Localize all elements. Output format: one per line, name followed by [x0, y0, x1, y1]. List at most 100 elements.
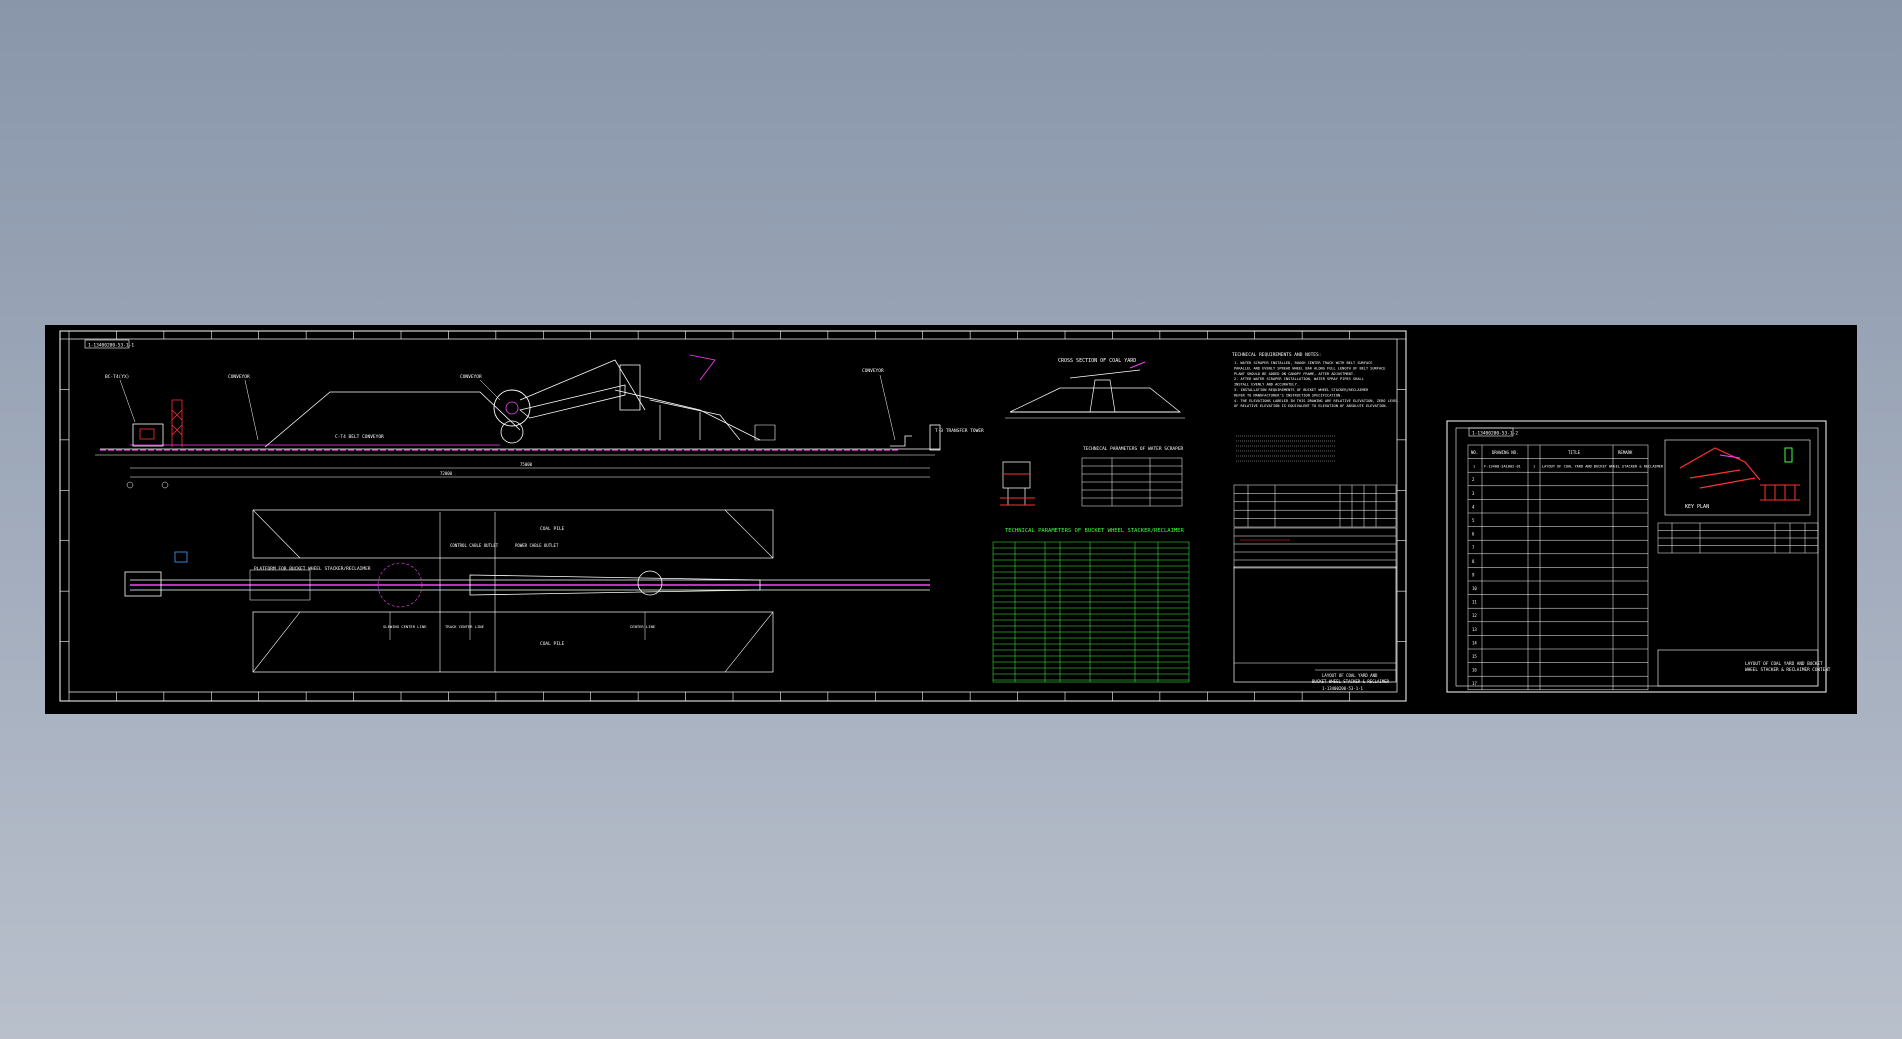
cross-section[interactable]: CROSS SECTION OF COAL YARD [1005, 358, 1185, 419]
second-sheet-inner [1455, 427, 1819, 687]
rev-frame [1233, 484, 1397, 528]
stacker-boom [519, 384, 626, 419]
list-header-cell: TITLE [1568, 450, 1581, 455]
revision-grid [1233, 484, 1397, 569]
list-row-number: 12 [1472, 613, 1477, 618]
cross-machine [1069, 369, 1141, 413]
list-row-number: 15 [1472, 654, 1477, 659]
list-row-number: 11 [1472, 600, 1477, 605]
key-plan-magenta [1719, 454, 1741, 459]
list-row-number: 5 [1472, 518, 1475, 523]
list-row-number: 8 [1472, 559, 1475, 564]
label-coal-pile-bottom: COAL PILE [540, 641, 565, 647]
label-track: TRACK CENTER LINE [445, 624, 485, 629]
note-line: 3. INSTALLATION REQUIREMENTS OF BUCKET W… [1234, 388, 1369, 392]
list-row-number: 2 [1472, 477, 1475, 482]
list-row-number: 4 [1472, 504, 1475, 509]
drawing-canvas [45, 325, 1857, 714]
parameter-table[interactable]: TECHNICAL PARAMETERS OF BUCKET WHEEL STA… [992, 528, 1190, 683]
notes-title: TECHNICAL REQUIREMENTS AND NOTES: [1232, 352, 1321, 358]
dim-text-1: 75000 [520, 462, 533, 467]
cross-section-title: CROSS SECTION OF COAL YARD [1058, 358, 1136, 364]
plan-view[interactable]: PLATFORM FOR BUCKET WHEEL STACKER/RECLAI… [124, 509, 930, 673]
stockpile-right [519, 359, 646, 411]
dim-text-2: 72000 [440, 471, 453, 476]
list-row-number: 3 [1472, 491, 1475, 496]
key-plan[interactable]: KEY PLAN [1664, 439, 1811, 516]
water-scraper[interactable]: TECHNICAL PARAMETERS OF WATER SCRAPER [1000, 446, 1184, 507]
drawing-list-table[interactable]: NO. DRAWING NO. TITLE REMARK 1 F-13400-3A1002… [1467, 444, 1664, 691]
list-row-number: 9 [1472, 572, 1475, 577]
elevation-view[interactable]: BC-T4(YX) CONVEYOR CONVEYOR CONVEYOR C-T… [95, 354, 984, 489]
second-title-2: WHEEL STACKER & RECLAIMER CONTENT [1745, 667, 1831, 673]
cyan-box [174, 551, 188, 563]
title-line-1: LAYOUT OF COAL YARD AND [1322, 673, 1378, 678]
title-line-2: BUCKET WHEEL STACKER & RECLAIMER [1312, 679, 1390, 684]
label-transfer-tower: T-3 TRANSFER TOWER [935, 428, 984, 434]
note-line: 2. AFTER WATER SCRAPER INSTALLATION, WAT… [1234, 377, 1364, 381]
main-sheet[interactable]: 1-13400200-53-1-1 [59, 330, 1407, 702]
coal-pile-upper [252, 509, 774, 559]
tail-unit [754, 424, 776, 441]
label-power: POWER CABLE OUTLET [515, 543, 559, 548]
note-line: 1. WATER SCRAPER INSTALLED, ROUGH CENTER… [1234, 361, 1372, 365]
list-row-number: 17 [1472, 681, 1477, 686]
note-line: PARALLEL AND EVENLY SPREAD WHEEL BAR ALO… [1234, 366, 1385, 370]
list-header-cell: DRAWING NO. [1492, 450, 1519, 455]
drawing-no-text: 1-13400200-53-1-1 [88, 343, 134, 349]
list-header-cell: NO. [1471, 450, 1478, 455]
label-belt: C-T4 BELT CONVEYOR [335, 434, 384, 440]
list-row-number: 13 [1472, 627, 1477, 632]
drawing-no-box [84, 339, 130, 349]
drive-house [132, 423, 164, 447]
key-plan-frame [1664, 439, 1811, 516]
list-header-cell: REMARK [1618, 450, 1633, 455]
list-row-number: 10 [1472, 586, 1477, 591]
note-line: PLANT SHOULD BE ADDED ON CANOPY FRAME, A… [1234, 372, 1355, 376]
label-conveyor-2: CONVEYOR [228, 374, 250, 380]
machine-plan [469, 574, 761, 596]
plan-leaders [389, 612, 646, 640]
notes-block[interactable]: TECHNICAL REQUIREMENTS AND NOTES: 1. WAT… [1232, 352, 1398, 462]
label-control: CONTROL CABLE OUTLET [450, 543, 499, 548]
platform-rect [249, 569, 311, 601]
coal-pile-lower [252, 611, 774, 673]
axis-bubble-2 [161, 481, 169, 489]
slewing-circle [377, 562, 423, 608]
rev-frame-2 [1233, 527, 1397, 569]
plan-drive-house [124, 571, 162, 597]
grid-ticks [60, 331, 1406, 701]
tail-end [890, 435, 912, 447]
leader-2 [244, 379, 259, 441]
wheel-lower [500, 420, 524, 444]
second-drawing-no-box [1468, 427, 1514, 437]
list-row-number: 6 [1472, 532, 1475, 537]
second-title-block [1657, 649, 1819, 687]
second-title-1: LAYOUT OF COAL YARD AND BUCKET [1745, 661, 1823, 667]
label-slewing: SLEWING CENTER LINE [383, 624, 427, 629]
note-line: INSTALL EVENLY AND ACCURATELY. [1234, 383, 1299, 387]
cross-magenta [1129, 361, 1146, 369]
param-grid [992, 541, 1190, 683]
list-cell[interactable]: F-13400-3A1002-01 [1484, 465, 1521, 469]
param-frame [992, 541, 1190, 683]
note-line: REFER TO MANUFACTURER'S INSTRUCTION SPEC… [1234, 393, 1342, 397]
title-block-area[interactable]: LAYOUT OF COAL YARD AND BUCKET WHEEL STA… [1233, 484, 1397, 691]
list-cell[interactable]: LAYOUT OF COAL YARD AND BUCKET WHEEL STA… [1542, 465, 1664, 469]
bucket-wheel-hub [505, 401, 519, 415]
list-row-number: 7 [1472, 545, 1475, 550]
key-plan-buildings [1760, 484, 1800, 501]
label-center: CENTER LINE [630, 624, 656, 629]
machine-frame [649, 399, 741, 441]
label-coal-pile-top: COAL PILE [540, 526, 565, 532]
list-cell[interactable]: 1 [1473, 465, 1475, 469]
counterweight-mark [689, 354, 716, 381]
list-cell[interactable]: 1 [1533, 465, 1535, 469]
param-title: TECHNICAL PARAMETERS OF BUCKET WHEEL STA… [1005, 528, 1184, 534]
axis-bubble-1 [126, 481, 134, 489]
tower-frame [171, 399, 183, 447]
note-line: 4. THE ELEVATIONS LABELED IN THIS DRAWIN… [1234, 399, 1398, 403]
scraper-drawing [1002, 461, 1031, 505]
